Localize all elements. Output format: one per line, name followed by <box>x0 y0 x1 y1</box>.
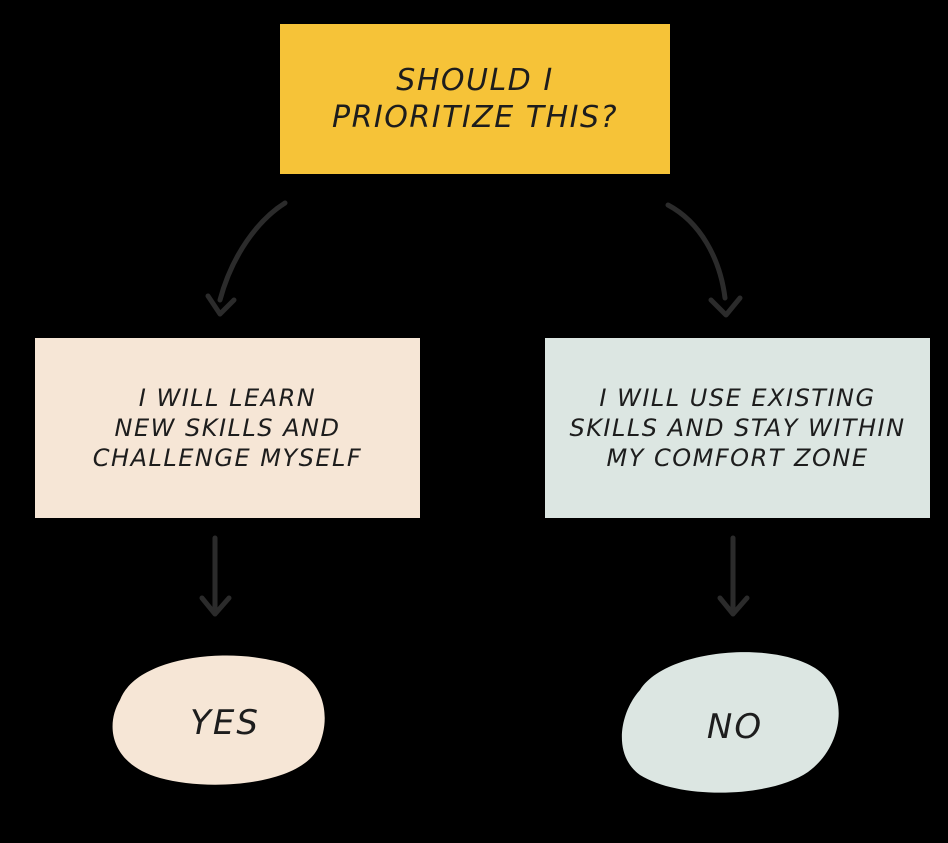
arrow-to-no-head <box>717 595 750 617</box>
question-box: SHOULD I PRIORITIZE THIS? <box>280 24 670 174</box>
question-text: SHOULD I PRIORITIZE THIS? <box>331 62 618 136</box>
no-blob <box>621 652 839 793</box>
arrow-to-no-branch-head <box>708 295 743 318</box>
arrow-to-no-branch <box>665 202 728 301</box>
arrow-to-yes-branch <box>217 200 288 303</box>
yes-blob <box>112 655 325 785</box>
yes-branch-text: I WILL LEARN NEW SKILLS AND CHALLENGE MY… <box>92 384 363 472</box>
arrow-to-yes-head <box>199 595 232 617</box>
arrow-to-yes-branch-head <box>205 293 237 317</box>
no-answer-label: NO <box>706 707 764 747</box>
no-branch-box: I WILL USE EXISTING SKILLS AND STAY WITH… <box>545 338 930 518</box>
yes-branch-box: I WILL LEARN NEW SKILLS AND CHALLENGE MY… <box>35 338 420 518</box>
yes-answer-label: YES <box>190 703 260 743</box>
no-branch-text: I WILL USE EXISTING SKILLS AND STAY WITH… <box>569 384 906 472</box>
